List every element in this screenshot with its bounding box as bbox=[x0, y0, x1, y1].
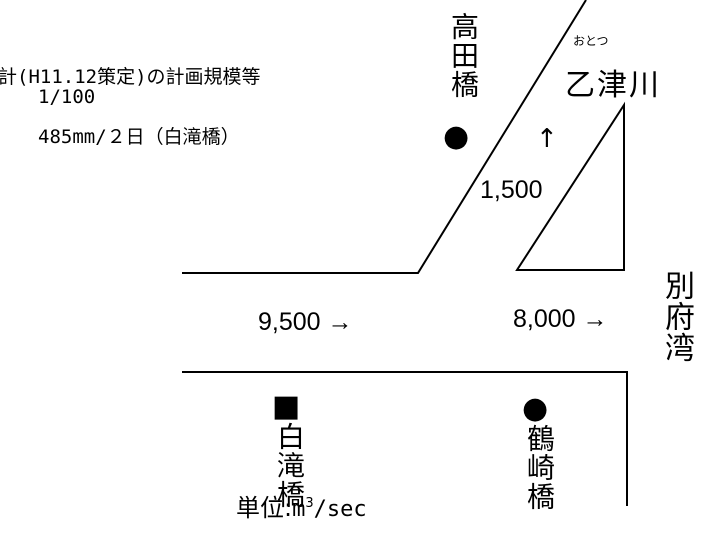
main-upstream-flow: 9,500 → bbox=[258, 308, 353, 336]
tributary-flow-arrow: ↑ bbox=[536, 124, 558, 154]
unit-prefix: 単位 bbox=[236, 494, 284, 522]
plan-rainfall: 485mm/２日（白滝橋） bbox=[38, 126, 240, 148]
unit-value: m bbox=[292, 497, 306, 522]
otsu-river-label: 乙津川 bbox=[565, 68, 661, 103]
shirataki-bridge-label: 白滝橋 bbox=[273, 422, 306, 509]
unit-colon: : bbox=[284, 494, 293, 522]
takata-bridge-marker: ● bbox=[443, 119, 470, 154]
beppu-bay-label: 別府湾 bbox=[659, 270, 694, 363]
otsu-river-left-bank bbox=[182, 0, 587, 274]
otsu-river-ruby: おとつ bbox=[573, 34, 609, 48]
plan-scale: 1/100 bbox=[38, 86, 96, 108]
unit-label: 単位:m3/sec bbox=[236, 488, 367, 523]
tributary-flow-value: 1,500 bbox=[480, 176, 543, 204]
tsurusaki-bridge-label: 鶴崎橋 bbox=[523, 424, 556, 511]
shirataki-bridge-marker: ■ bbox=[272, 389, 301, 424]
tsurusaki-bridge-marker: ● bbox=[522, 391, 549, 426]
main-downstream-flow: 8,000 → bbox=[513, 305, 608, 333]
main-river-lower-bank bbox=[182, 371, 628, 506]
plan-title: 計(H11.12策定)の計画規模等 bbox=[0, 66, 261, 88]
unit-suffix: /sec bbox=[313, 497, 367, 522]
unit-superscript: 3 bbox=[305, 496, 314, 511]
otsu-river-right-bank bbox=[515, 101, 625, 271]
takata-bridge-label: 高田橋 bbox=[447, 12, 480, 99]
